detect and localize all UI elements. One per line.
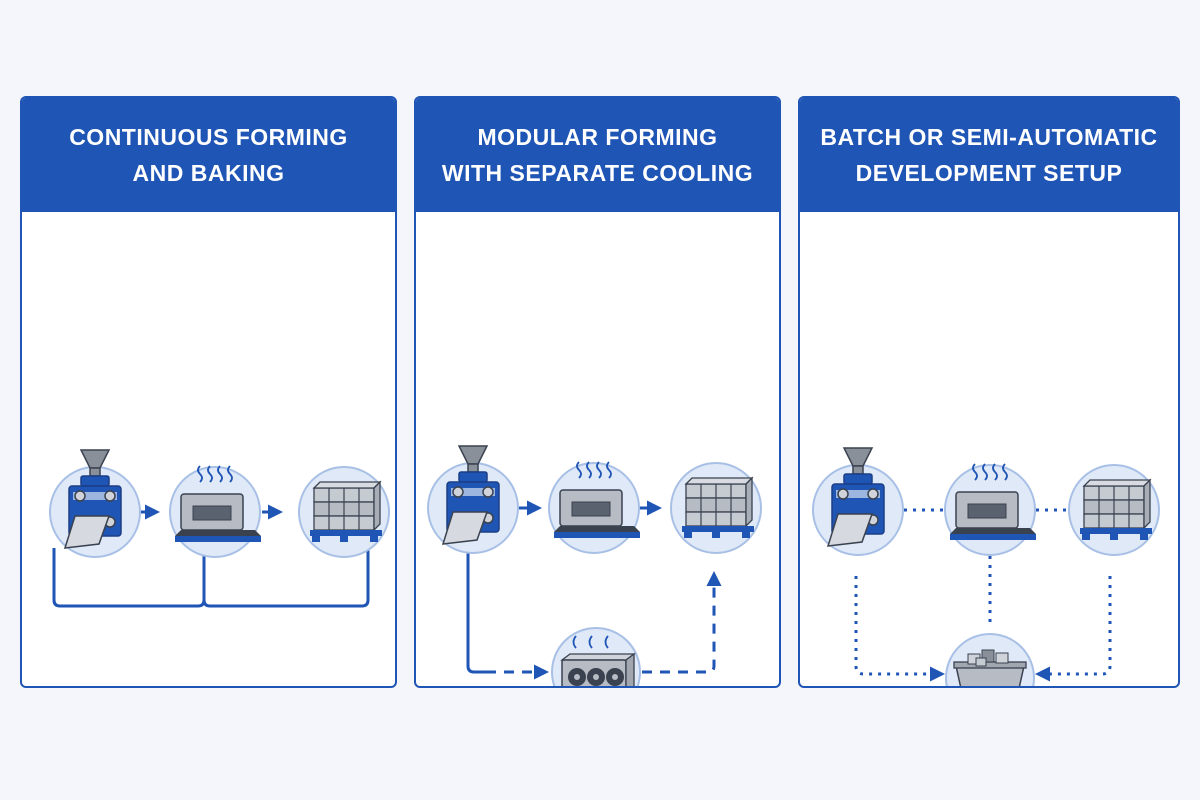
panel-modular-forming: MODULAR FORMING WITH SEPARATE COOLING bbox=[414, 96, 781, 688]
station-pallet bbox=[670, 462, 762, 554]
pallet-stack-icon bbox=[1079, 479, 1153, 541]
flow-diagram bbox=[427, 445, 762, 686]
panel-header: BATCH OR SEMI-AUTOMATIC DEVELOPMENT SETU… bbox=[800, 98, 1178, 212]
connector-lines bbox=[854, 508, 1112, 682]
panel-header: CONTINUOUS FORMING AND BAKING bbox=[22, 98, 395, 212]
flow-diagram bbox=[49, 449, 390, 608]
panel-header: MODULAR FORMING WITH SEPARATE COOLING bbox=[416, 98, 779, 212]
station-baking bbox=[169, 465, 262, 558]
station-cooling bbox=[551, 627, 641, 686]
pallet-stack-icon bbox=[681, 477, 755, 539]
connector-lines bbox=[466, 500, 722, 680]
panel-title: BATCH OR SEMI-AUTOMATIC DEVELOPMENT SETU… bbox=[820, 124, 1158, 186]
panel-batch-setup: BATCH OR SEMI-AUTOMATIC DEVELOPMENT SETU… bbox=[798, 96, 1180, 688]
forming-machine-icon bbox=[442, 445, 500, 545]
station-pallet bbox=[298, 466, 390, 558]
forming-machine-icon bbox=[827, 447, 885, 547]
flow-diagram bbox=[812, 447, 1160, 686]
station-baking bbox=[944, 463, 1037, 556]
panel-continuous-forming: CONTINUOUS FORMING AND BAKING bbox=[20, 96, 397, 688]
station-forming bbox=[812, 447, 904, 556]
panel-title: CONTINUOUS FORMING AND BAKING bbox=[69, 124, 348, 186]
station-batch-bin bbox=[945, 633, 1035, 686]
forming-machine-icon bbox=[64, 449, 122, 549]
station-pallet bbox=[1068, 464, 1160, 556]
station-forming bbox=[427, 445, 519, 554]
station-baking bbox=[548, 461, 641, 554]
connector-lines bbox=[52, 504, 370, 608]
pallet-stack-icon bbox=[309, 481, 383, 543]
station-forming bbox=[49, 449, 141, 558]
panel-title: MODULAR FORMING WITH SEPARATE COOLING bbox=[441, 124, 754, 186]
